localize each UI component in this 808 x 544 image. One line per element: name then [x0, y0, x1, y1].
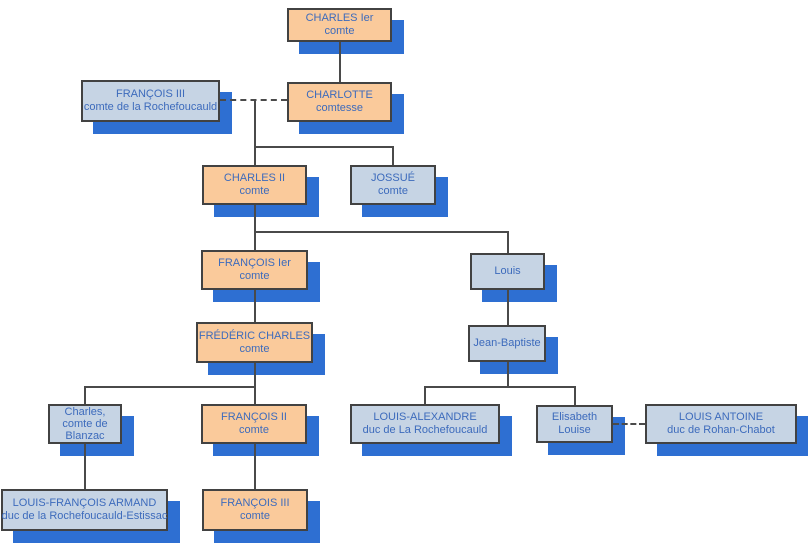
marriage-line-elisabeth-louisantoine	[613, 423, 645, 425]
connector-branch-charles2-jossue	[254, 146, 394, 148]
person-name: FRANÇOIS II	[220, 411, 287, 423]
person-title: comte	[239, 185, 270, 197]
node-louis[interactable]: Louis	[470, 253, 545, 290]
person-title: comtesse	[315, 102, 364, 114]
person-title-2: Blanzac	[65, 430, 105, 442]
person-name: Louis	[494, 265, 521, 277]
person-title: comte de la Rochefoucauld	[83, 101, 218, 113]
node-louis-antoine[interactable]: LOUIS ANTOINE duc de Rohan-Chabot	[645, 404, 797, 444]
person-title: comte	[239, 424, 269, 436]
person-name: CHARLES II	[223, 172, 286, 184]
connector-marriage-charles2	[254, 100, 256, 165]
person-title: comte	[324, 25, 355, 37]
person-title: duc de La Rochefoucauld	[362, 424, 488, 436]
node-francois-iii-comte[interactable]: FRANÇOIS III comte	[202, 489, 308, 531]
person-name: FRANÇOIS III	[220, 497, 290, 509]
node-charles-1er[interactable]: CHARLES Ier comte	[287, 8, 392, 42]
person-name: CHARLES Ier	[305, 12, 374, 24]
person-name: JOSSUÉ	[370, 172, 415, 184]
person-title: comte	[239, 342, 270, 355]
person-title: Louise	[558, 424, 591, 436]
person-title: comte	[239, 270, 270, 282]
person-name: LOUIS-FRANÇOIS ARMAND	[12, 497, 157, 509]
connector-drop-elisabeth	[574, 386, 576, 405]
person-title: comte	[240, 510, 270, 522]
person-title: duc de la Rochefoucauld-Estissac	[1, 510, 168, 522]
person-name: FRANÇOIS Ier	[218, 257, 291, 269]
connector-charles2-francois1er	[254, 205, 256, 250]
node-francois-ii[interactable]: FRANÇOIS II comte	[201, 404, 307, 444]
person-name: Charles,	[64, 406, 106, 418]
person-title: comte	[378, 185, 408, 197]
connector-frederic-francois2	[254, 363, 256, 404]
node-louis-francois-armand[interactable]: LOUIS-FRANÇOIS ARMAND duc de la Rochefou…	[1, 489, 168, 531]
person-name: Jean-Baptiste	[473, 337, 541, 349]
connector-charles1er-charlotte	[339, 42, 341, 82]
node-frederic-charles[interactable]: FRÉDÉRIC CHARLES comte	[196, 322, 313, 363]
node-jean-baptiste[interactable]: Jean-Baptiste	[468, 325, 546, 362]
marriage-line-francois3-charlotte	[220, 99, 287, 101]
person-name: LOUIS-ALEXANDRE	[373, 411, 477, 423]
node-charles-blanzac[interactable]: Charles, comte de Blanzac	[48, 404, 122, 444]
person-name: Elisabeth	[551, 411, 598, 423]
node-charles-ii[interactable]: CHARLES II comte	[202, 165, 307, 205]
person-name: FRANÇOIS III	[115, 88, 186, 100]
connector-drop-jossue	[392, 146, 394, 165]
connector-francois1er-frederic	[254, 290, 256, 322]
person-name: LOUIS ANTOINE	[678, 411, 764, 423]
connector-louis-jeanbaptiste	[507, 290, 509, 325]
connector-branch-francois1er-louis	[254, 231, 509, 233]
person-name: FRÉDÉRIC CHARLES	[198, 329, 311, 342]
node-jossue[interactable]: JOSSUÉ comte	[350, 165, 436, 205]
node-louis-alexandre[interactable]: LOUIS-ALEXANDRE duc de La Rochefoucauld	[350, 404, 500, 444]
node-francois-iii-la-rochefoucauld[interactable]: FRANÇOIS III comte de la Rochefoucauld	[81, 80, 220, 122]
person-name: CHARLOTTE	[306, 89, 373, 101]
connector-francois2-francois3	[254, 444, 256, 489]
connector-jeanbaptiste-junction	[507, 362, 509, 387]
connector-branch-louisalexandre-elisabeth	[424, 386, 576, 388]
connector-drop-louisalexandre	[424, 386, 426, 404]
person-title: comte de	[62, 418, 108, 430]
connector-branch-blanzac-francois2	[84, 386, 256, 388]
node-charlotte[interactable]: CHARLOTTE comtesse	[287, 82, 392, 122]
connector-drop-blanzac	[84, 386, 86, 404]
person-title: duc de Rohan-Chabot	[667, 424, 775, 436]
node-francois-1er[interactable]: FRANÇOIS Ier comte	[201, 250, 308, 290]
connector-drop-louis	[507, 231, 509, 253]
connector-blanzac-armand	[84, 444, 86, 489]
node-elisabeth-louise[interactable]: Elisabeth Louise	[536, 405, 613, 443]
